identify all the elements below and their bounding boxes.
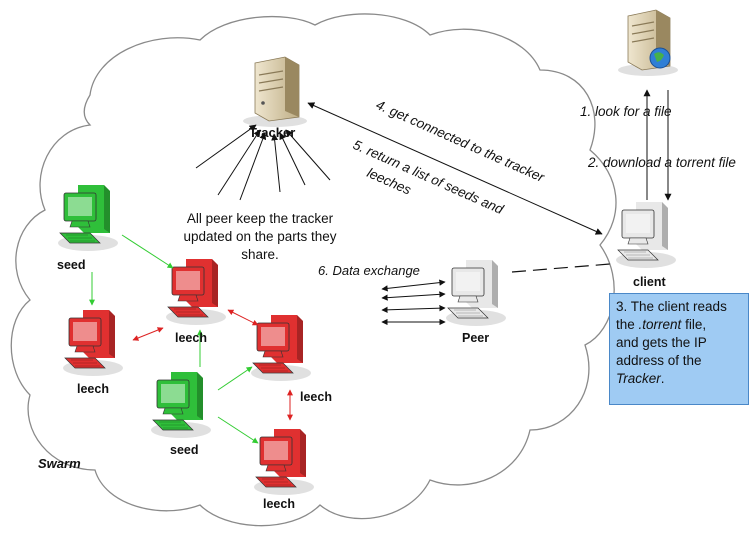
info-box-line2: the .torrent file, xyxy=(616,316,744,334)
peer-label: Peer xyxy=(462,331,490,345)
info-box-line1: 3. The client reads xyxy=(616,299,727,314)
leech-computer-icon xyxy=(253,428,315,496)
tracker-term: Tracker xyxy=(616,371,661,386)
tracker-note: All peer keep the tracker updated on the… xyxy=(183,211,337,262)
step1-label: 1. look for a file xyxy=(580,104,672,119)
peer-client-link xyxy=(511,263,611,273)
client-computer-icon xyxy=(615,201,677,269)
client-tracker-arrow xyxy=(307,102,603,235)
web-server-icon xyxy=(618,9,678,76)
leech-computer-icon xyxy=(165,258,227,326)
peer-computer-icon xyxy=(445,259,507,327)
info-text: . xyxy=(660,371,665,386)
leech-computer-icon xyxy=(250,314,312,382)
step2-label: 2. download a torrent file xyxy=(588,155,736,170)
tracker-server-icon xyxy=(243,56,307,127)
swarm-cloud xyxy=(10,13,617,527)
step6-label: 6. Data exchange xyxy=(318,263,420,278)
info-text: file, xyxy=(681,317,707,332)
seed-computer-icon xyxy=(150,371,212,439)
node-label-leech: leech xyxy=(263,497,295,511)
info-box-line5: Tracker. xyxy=(616,370,744,388)
info-text: the xyxy=(616,317,639,332)
info-box-line4: address of the xyxy=(616,353,702,368)
torrent-term: .torrent xyxy=(638,317,682,332)
node-label-seed: seed xyxy=(170,443,199,457)
node-label-leech: leech xyxy=(77,382,109,396)
info-box-line3: and gets the IP xyxy=(616,335,707,350)
seed-computer-icon xyxy=(57,184,119,252)
info-box: 3. The client reads the .torrent file, a… xyxy=(609,293,749,405)
tracker-label: Tracker xyxy=(249,125,296,140)
node-label-leech: leech xyxy=(300,390,332,404)
leech-computer-icon xyxy=(62,309,124,377)
swarm-label: Swarm xyxy=(38,456,81,471)
client-label: client xyxy=(633,275,666,289)
node-label-leech: leech xyxy=(175,331,207,345)
swarm-links xyxy=(89,234,293,444)
node-label-seed: seed xyxy=(57,258,86,272)
data-exchange-arrows xyxy=(381,279,446,326)
